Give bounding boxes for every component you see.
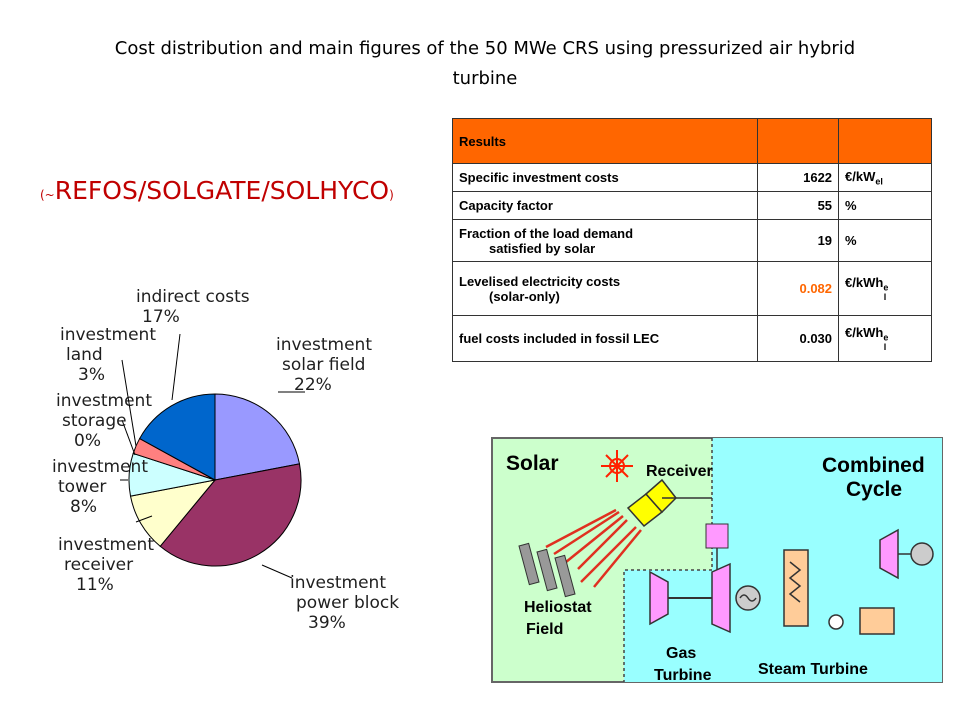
results-table: Results Specific investment costs 1622 €… — [451, 118, 932, 362]
row-unit: €/kWel — [838, 163, 932, 192]
heliostat-label: Heliostat — [524, 599, 592, 616]
solar-label: Solar — [506, 452, 559, 475]
sun-icon — [601, 450, 633, 482]
heliostat-icon — [518, 542, 576, 598]
row-unit: % — [838, 191, 932, 220]
row-label: fuel costs included in fossil LEC — [451, 315, 759, 362]
pie-leader-line — [171, 333, 181, 401]
table-row: Specific investment costs 1622 €/kWel — [451, 163, 932, 192]
row-label: Specific investment costs — [451, 163, 759, 192]
table-header-row: Results — [451, 118, 932, 164]
receiver-label: Receiver — [646, 463, 713, 480]
pie-leader-line — [121, 359, 137, 447]
steam-turbine-label: Steam Turbine — [758, 661, 868, 678]
steam-turbine-icon — [783, 528, 934, 635]
subtitle-prefix: (~ — [40, 188, 55, 202]
pie-leader-line — [121, 419, 136, 456]
table-row: Capacity factor 55 % — [451, 191, 932, 220]
pie-slice — [138, 393, 216, 481]
row-label: Capacity factor — [451, 191, 759, 220]
crs-schematic-diagram: Solar Receiver Combined Cycle Heliostat … — [486, 432, 948, 688]
page-subtitle: (~REFOS/SOLGATE/SOLHYCO) — [40, 176, 394, 205]
pie-leader-line — [261, 564, 293, 579]
row-value: 55 — [757, 191, 840, 220]
table-row: fuel costs included in fossil LEC 0.030 … — [451, 315, 932, 362]
subtitle-suffix: ) — [389, 188, 394, 202]
table-row: Levelised electricity costs(solar-only) … — [451, 261, 932, 316]
header-empty-cell — [838, 118, 932, 164]
row-unit: % — [838, 219, 932, 262]
row-label: Levelised electricity costs(solar-only) — [451, 261, 759, 316]
reflected-rays — [545, 508, 642, 588]
row-value: 0.082 — [757, 261, 840, 316]
pie-leader-line — [135, 515, 153, 523]
field-label: Field — [526, 621, 563, 638]
combined-label: Combined — [822, 454, 925, 477]
gas-turbine-icon — [649, 523, 761, 634]
subtitle-main: REFOS/SOLGATE/SOLHYCO — [54, 176, 390, 205]
row-value: 0.030 — [757, 315, 840, 362]
header-empty-cell — [757, 118, 840, 164]
area-divider — [623, 438, 713, 682]
cycle-label: Cycle — [846, 478, 902, 501]
row-value: 1622 — [757, 163, 840, 192]
gas-label: Gas — [666, 645, 696, 662]
results-header: Results — [451, 118, 759, 164]
row-value: 19 — [757, 219, 840, 262]
pie-slice — [214, 393, 301, 481]
pie-slice — [159, 463, 302, 567]
page-title: Cost distribution and main figures of th… — [114, 38, 856, 89]
turbine-label: Turbine — [654, 667, 712, 684]
receiver-icon — [626, 478, 712, 528]
